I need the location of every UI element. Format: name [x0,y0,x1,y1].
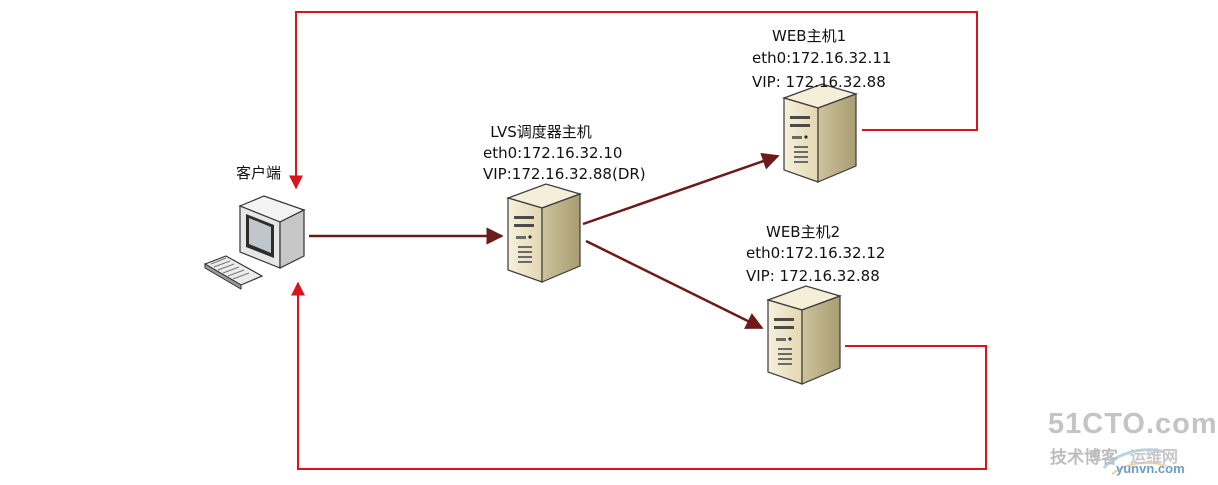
request-arrow-lvs-to-web2 [585,239,764,330]
return-path-web1 [289,11,978,190]
lvs-vip: VIP:172.16.32.88(DR) [483,165,646,183]
lvs-title: LVS调度器主机 [490,123,592,141]
return-path-web2 [291,281,987,470]
request-arrow-lvs-to-web1 [582,152,780,226]
web2-server-icon [767,285,841,385]
lvs-server-icon [507,183,581,283]
watermark-tagline: 技术博客 [1050,448,1118,467]
web1-eth: eth0:172.16.32.11 [752,49,892,67]
web1-vip: VIP: 172.16.32.88 [752,73,886,91]
client-label: 客户端 [236,164,282,182]
web1-server-icon [783,83,857,183]
computer-icon [203,195,306,290]
watermark-blog: 运维网 [1130,449,1179,466]
web2-vip: VIP: 172.16.32.88 [746,267,880,285]
web2-title: WEB主机2 [766,223,841,241]
network-diagram [203,11,1167,475]
web2-eth: eth0:172.16.32.12 [746,244,886,262]
watermark-logo [1102,448,1167,475]
lvs-eth: eth0:172.16.32.10 [483,144,623,162]
web1-title: WEB主机1 [772,27,847,45]
watermark-site: 51CTO.com [1048,408,1218,440]
watermark-url: yunvn.com [1116,461,1185,476]
